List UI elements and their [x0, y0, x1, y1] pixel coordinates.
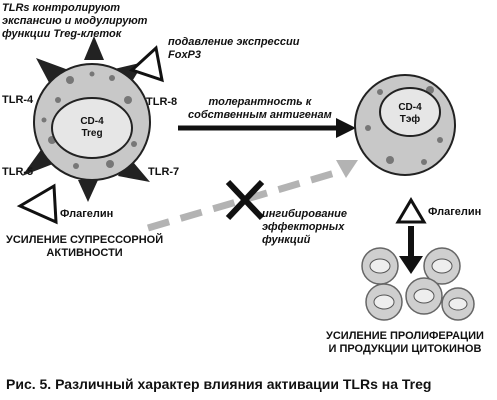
- foxp3-triangle: [129, 45, 164, 83]
- block-x-mark: [225, 179, 265, 221]
- tlr8-label: TLR-8: [146, 96, 178, 108]
- teff-cell: [354, 74, 456, 176]
- flagellin-triangle-left: [16, 183, 58, 225]
- tolerance-label: толерантность к собственным антигенам: [188, 96, 332, 121]
- flagellin-left-label: Флагелин: [60, 208, 114, 220]
- prolif-cell-2: [423, 247, 461, 285]
- tlr5-label: TLR-5: [2, 166, 34, 178]
- tlr4-receptor: [36, 58, 74, 92]
- tlr-top-receptor: [84, 36, 104, 60]
- prolif-cell-4: [405, 277, 443, 315]
- tlrs-control-label: TLRs контролируют экспансию и модулируют…: [2, 2, 148, 40]
- flagellin-triangle-right: [395, 197, 427, 224]
- tlr-bottom-receptor: [78, 180, 98, 202]
- proliferation-label: УСИЛЕНИЕ ПРОЛИФЕРАЦИИ И ПРОДУКЦИИ ЦИТОКИ…: [326, 330, 484, 355]
- prolif-cell-5: [441, 287, 475, 321]
- proliferating-cells: [361, 247, 475, 321]
- figure-caption: Рис. 5. Различный характер влияния актив…: [6, 376, 432, 392]
- suppressor-label: УСИЛЕНИЕ СУПРЕССОРНОЙ АКТИВНОСТИ: [6, 234, 164, 259]
- teff-cell-label: CD-4 Тэф: [398, 102, 422, 125]
- foxp3-label: подавление экспрессии FoxP3: [168, 36, 300, 61]
- tolerance-arrow: [178, 118, 356, 138]
- treg-cell-label: CD-4 Treg: [80, 116, 104, 139]
- prolif-cell-3: [365, 283, 403, 321]
- treg-cell: [33, 63, 151, 181]
- tlr4-label: TLR-4: [2, 94, 34, 106]
- prolif-cell-1: [361, 247, 399, 285]
- flagellin-right-label: Флагелин: [428, 206, 482, 218]
- proliferation-arrow: [399, 226, 423, 274]
- tlr7-label: TLR-7: [148, 166, 180, 178]
- inhibition-label: ингибирование эффекторных функций: [262, 208, 348, 246]
